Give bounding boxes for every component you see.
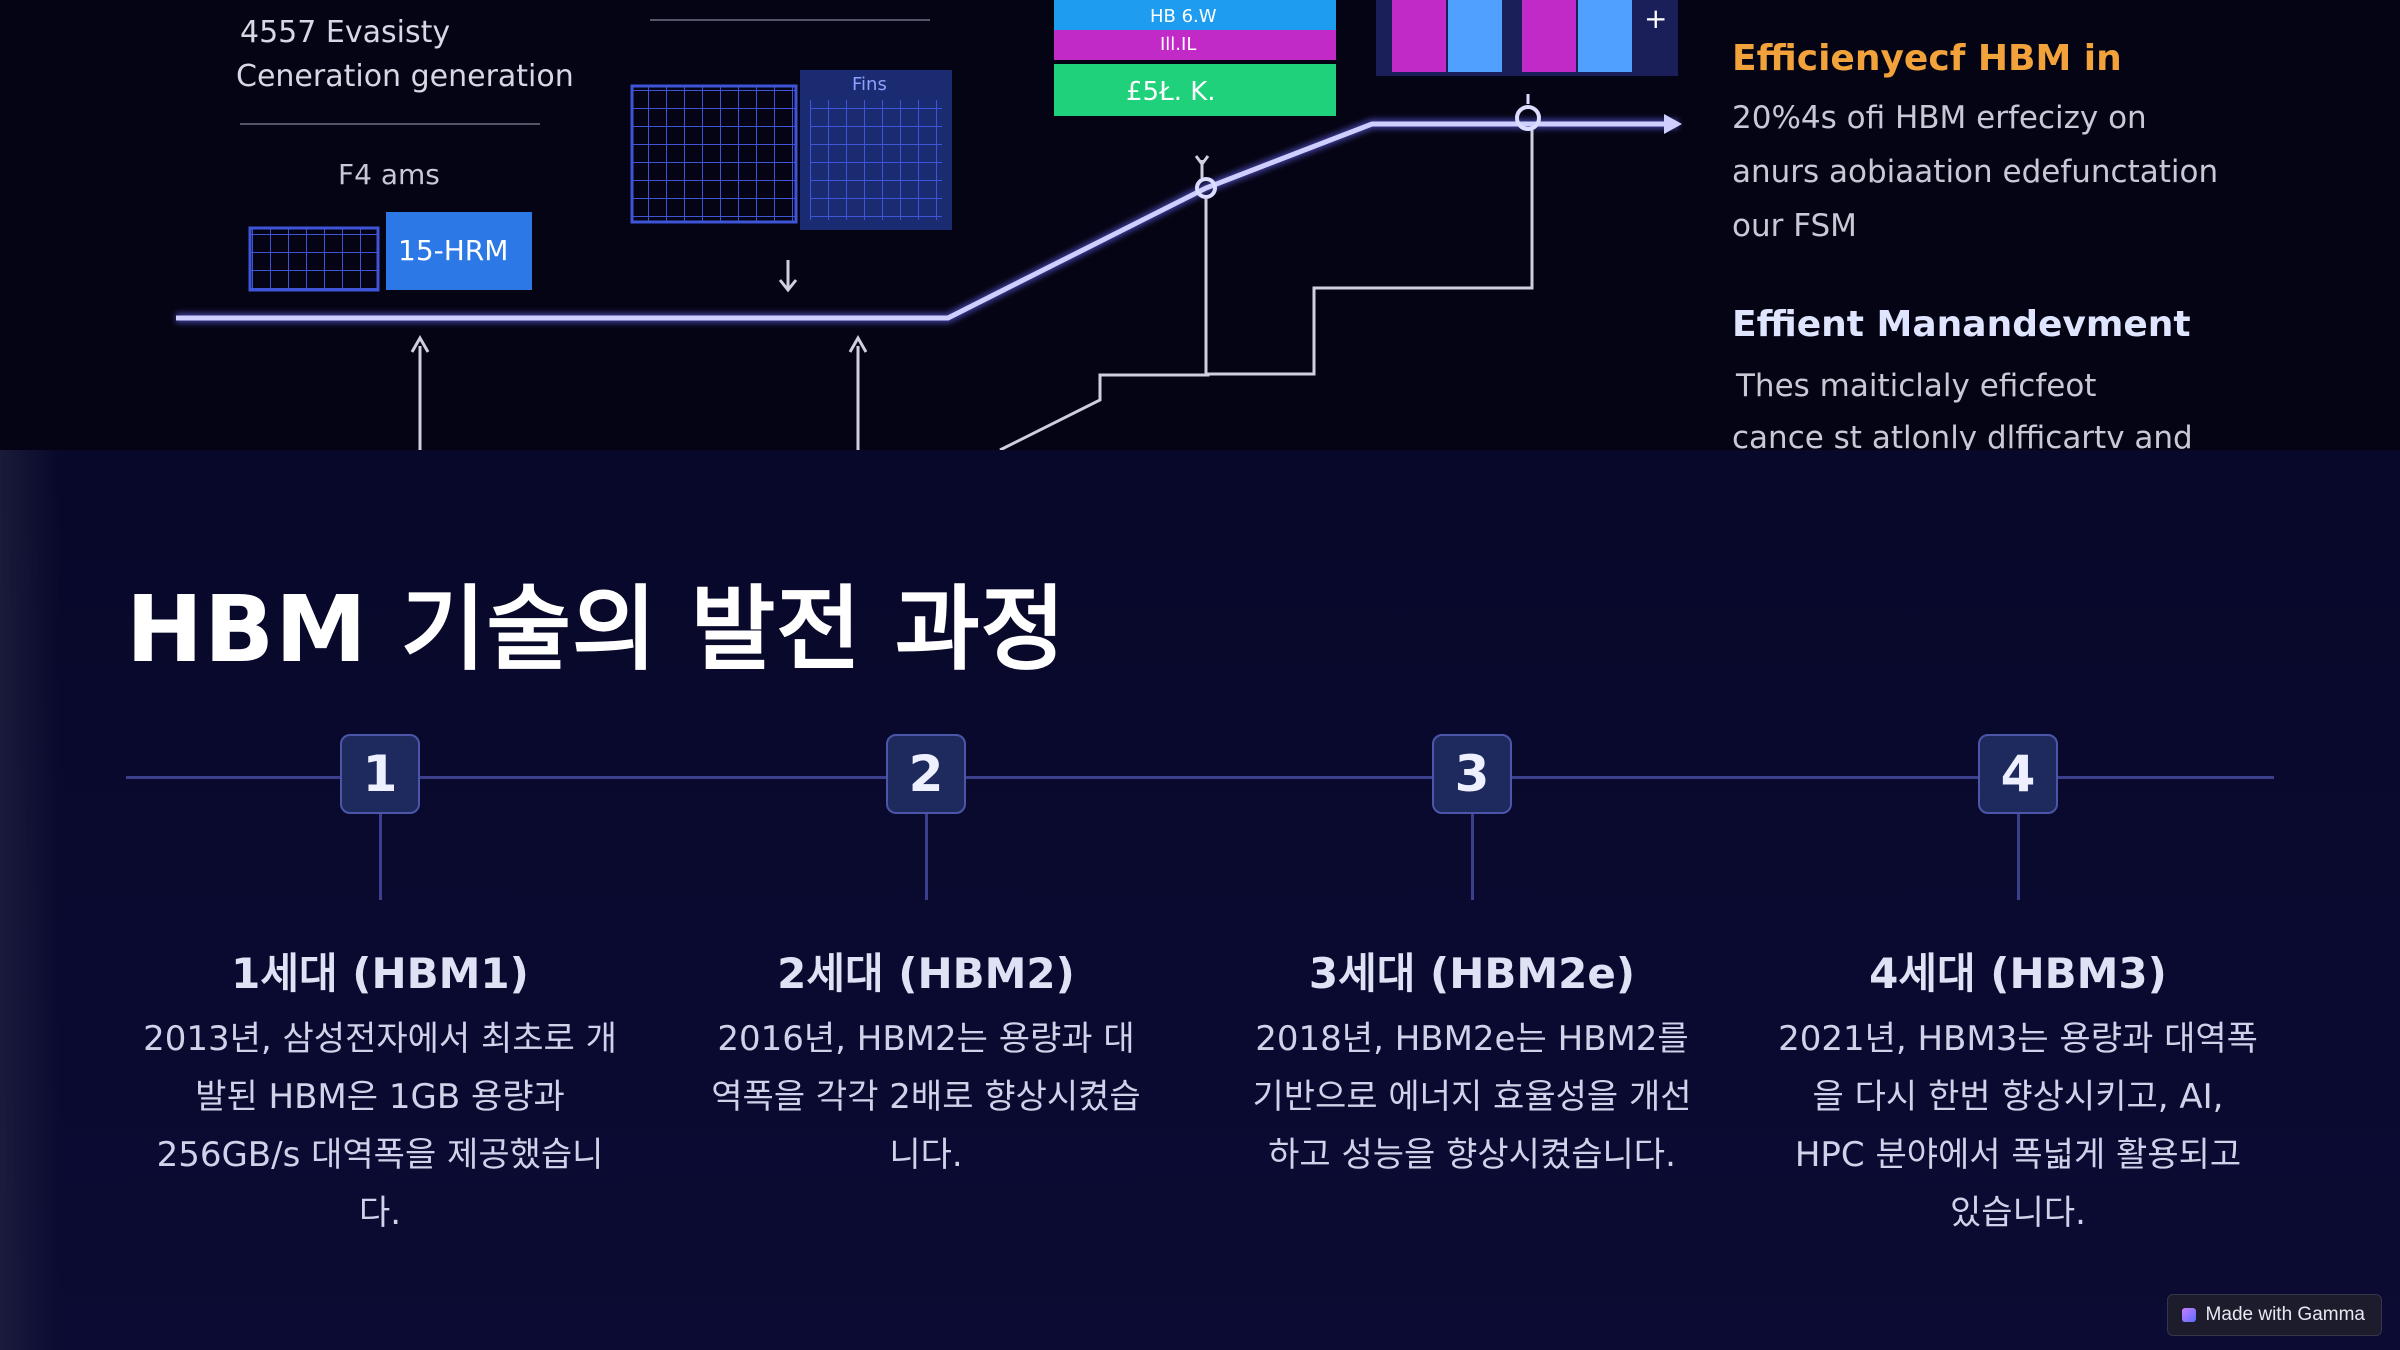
- hero-right-text-2-line1: Thes maiticlaly eficfeot: [1735, 368, 2096, 404]
- step-title: 3세대 (HBM2e): [1308, 949, 1636, 998]
- hero-right-text-1-line1: 20%4s ofi HBM erfecizy on: [1732, 100, 2147, 136]
- hero-bar-green: [1054, 64, 1336, 116]
- hero-memory-grid-1: [630, 84, 798, 224]
- hero-column-3: [1522, 0, 1576, 72]
- page-title: HBM 기술의 발전 과정: [126, 576, 1067, 683]
- hero-bar-label-2: Ill.IL: [1160, 34, 1196, 55]
- step-number-badge: 3: [1432, 734, 1512, 814]
- step-description: 2021년, HBM3는 용량과 대역폭을 다시 한번 향상시키고, AI, H…: [1778, 1019, 2258, 1233]
- hero-bar-blue: [1054, 0, 1336, 30]
- hero-column-1: [1392, 0, 1446, 72]
- hero-chip: [386, 212, 532, 290]
- step-title: 4세대 (HBM3): [1869, 949, 2167, 998]
- made-with-gamma-label: Made with Gamma: [2205, 1304, 2365, 1325]
- step-number-badge: 2: [886, 734, 966, 814]
- hero-small-chip-label: Fins: [852, 74, 887, 95]
- step-connector: [2017, 814, 2020, 900]
- hero-left-sub: F4 ams: [338, 158, 440, 191]
- hero-right-text-1-line3: our FSM: [1732, 208, 1857, 244]
- step-description: 2016년, HBM2는 용량과 대역폭을 각각 2배로 향상시켰습니다.: [711, 1019, 1141, 1175]
- hero-bar-label-1: HB 6.W: [1150, 6, 1217, 27]
- hero-bar-label-3: £5Ł. K.: [1126, 77, 1216, 107]
- hero-right-text-2-line2: cance st atlonly dlfficartv and: [1732, 420, 2193, 450]
- hero-chip-grid: [248, 226, 380, 292]
- hero-right-title-2: Effient Manandevment: [1732, 304, 2191, 345]
- step-connector: [1471, 814, 1474, 900]
- hero-right-title-1: Efficienyecf HBM in: [1732, 38, 2122, 79]
- step-title: 2세대 (HBM2): [777, 949, 1075, 998]
- made-with-gamma-badge[interactable]: Made with Gamma: [2166, 1294, 2382, 1336]
- step-number-badge: 4: [1978, 734, 2058, 814]
- hero-column-4: [1578, 0, 1632, 72]
- gamma-logo-icon: [2181, 1308, 2196, 1322]
- step-description: 2013년, 삼성전자에서 최초로 개발된 HBM은 1GB 용량과 256GB…: [143, 1019, 617, 1233]
- hero-line-graph: [176, 94, 1682, 450]
- hero-graphic: 4557 Evasisty Ceneration generation F4 a…: [176, 0, 2218, 450]
- hero-left-heading-2: Ceneration generation: [236, 59, 574, 94]
- hero-illustration: 4557 Evasisty Ceneration generation F4 a…: [0, 0, 2400, 450]
- step-title: 1세대 (HBM1): [231, 949, 529, 998]
- plus-icon: +: [1644, 2, 1667, 35]
- hero-left-heading-1: 4557 Evasisty: [240, 15, 450, 50]
- hero-memory-grid-2: [810, 100, 942, 220]
- hero-chip-label: 15-HRM: [398, 234, 508, 267]
- step-connector: [379, 814, 382, 900]
- step-number-badge: 1: [340, 734, 420, 814]
- timeline-line: [126, 776, 2274, 779]
- slide-edge-glow: [0, 450, 60, 1350]
- step-connector: [925, 814, 928, 900]
- slide-content: HBM 기술의 발전 과정 1 1세대 (HBM1) 2013년, 삼성전자에서…: [0, 450, 2400, 1350]
- hero-right-text-1-line2: anurs aobiaation edefunctation: [1732, 154, 2218, 190]
- hero-bar-magenta: [1054, 30, 1336, 60]
- hero-column-2: [1448, 0, 1502, 72]
- step-description: 2018년, HBM2e는 HBM2를 기반으로 에너지 효율성을 개선하고 성…: [1252, 1019, 1692, 1175]
